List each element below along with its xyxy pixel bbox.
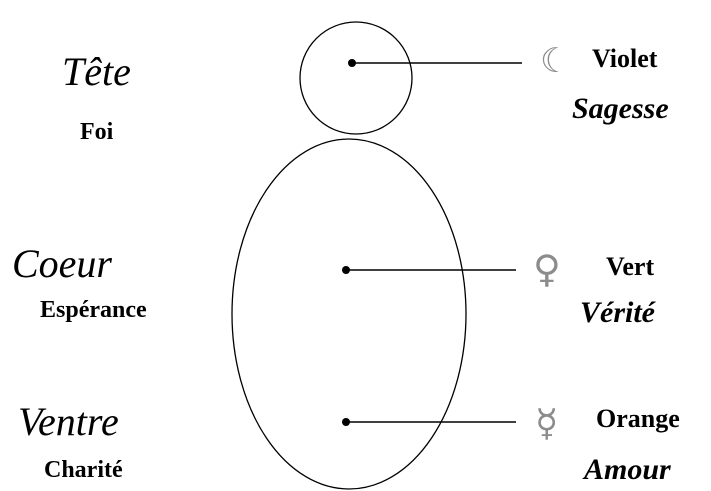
venus-icon: ♀ xyxy=(533,247,561,291)
heart-color-name: Vert xyxy=(606,252,655,281)
belly-color-name: Orange xyxy=(596,404,680,433)
heart-title: Coeur xyxy=(12,241,112,286)
belly-subtitle: Charité xyxy=(44,457,123,483)
belly-virtue: Amour xyxy=(584,453,671,486)
head-color-name: Violet xyxy=(592,44,658,73)
mercury-icon: ☿ xyxy=(535,401,559,445)
head-subtitle: Foi xyxy=(80,119,114,145)
head-title: Tête xyxy=(62,49,131,94)
head-circle xyxy=(299,21,413,135)
body-ellipse xyxy=(231,138,467,490)
head-virtue: Sagesse xyxy=(572,92,669,125)
moon-icon: ☽ xyxy=(540,41,571,81)
heart-virtue: Vérité xyxy=(580,296,655,329)
belly-title: Ventre xyxy=(18,399,119,444)
heart-subtitle: Espérance xyxy=(40,297,147,323)
